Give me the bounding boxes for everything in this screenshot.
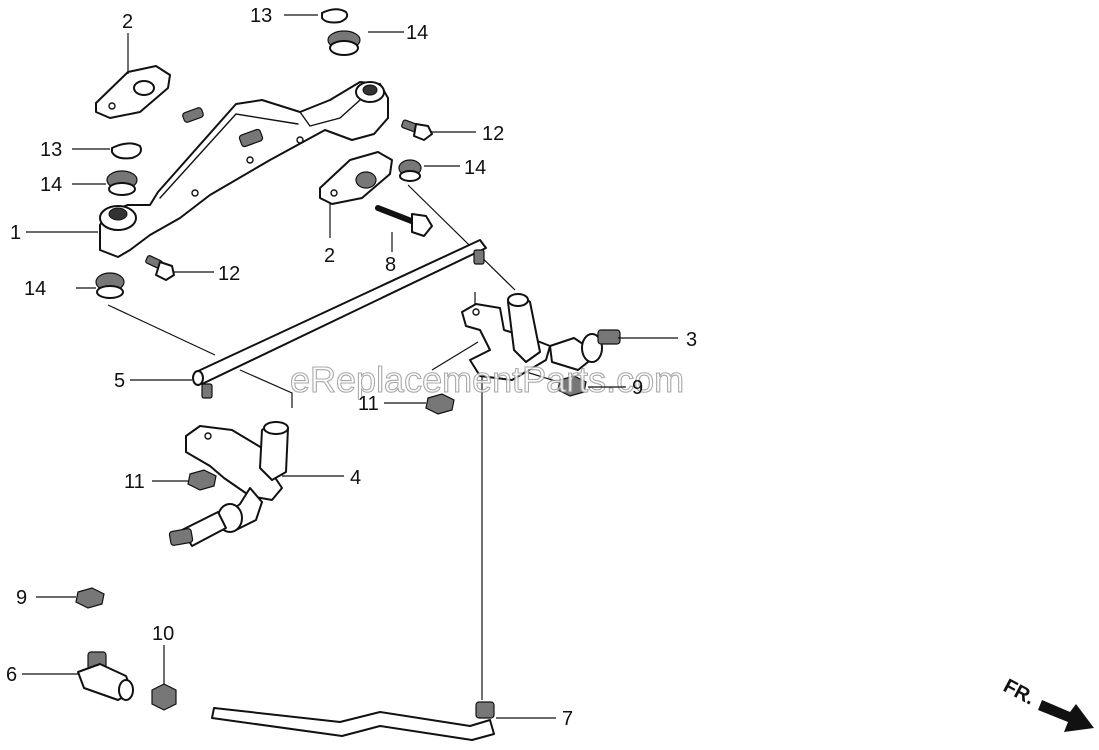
arm-part-4 <box>168 421 289 547</box>
callout-1: 1 <box>10 222 21 244</box>
callout-5: 5 <box>114 370 125 392</box>
clip-part-13-lower <box>111 142 142 160</box>
callout-13-upper: 13 <box>250 5 272 27</box>
watermark-text: eReplacementParts.com <box>290 359 684 400</box>
callout-9-right: 9 <box>632 377 643 399</box>
arm-part-3 <box>461 293 621 381</box>
callout-6: 6 <box>6 664 17 686</box>
assembly-guide-lines <box>107 184 569 700</box>
callout-10: 10 <box>152 623 174 645</box>
callout-14-right: 14 <box>464 157 486 179</box>
lever-bracket-part-1 <box>99 81 389 258</box>
callout-8: 8 <box>385 254 396 276</box>
callout-12-upper: 12 <box>482 123 504 145</box>
callout-14-top: 14 <box>406 22 428 44</box>
front-direction-indicator: FR. <box>1000 675 1094 732</box>
collar-part-10 <box>151 683 177 711</box>
callout-11-left: 11 <box>124 471 145 493</box>
bushing-part-14-d <box>95 272 125 299</box>
bolt-part-12-lower <box>145 255 175 281</box>
callout-2-lower: 2 <box>324 245 335 267</box>
callout-4: 4 <box>350 467 361 489</box>
callout-12-lower: 12 <box>218 263 240 285</box>
plate-part-2-lower <box>319 151 393 205</box>
bolt-part-8 <box>375 205 433 237</box>
callout-13-lower: 13 <box>40 139 62 161</box>
callout-2-upper: 2 <box>122 11 133 33</box>
callout-9-left: 9 <box>16 587 27 609</box>
callout-7: 7 <box>562 708 573 730</box>
bushing-part-14-c <box>398 159 422 182</box>
rod-part-7 <box>211 701 495 741</box>
callout-leaders <box>22 14 678 719</box>
nut-part-9-a <box>557 375 587 397</box>
callout-14-left-upper: 14 <box>40 174 62 196</box>
callout-numbers: 2 13 14 12 13 14 14 2 1 12 8 14 3 5 9 11… <box>6 5 697 730</box>
callout-11-right: 11 <box>358 393 379 415</box>
front-direction-label: FR. <box>1000 675 1039 710</box>
plate-part-2-upper <box>95 65 171 119</box>
bushing-part-14-a <box>327 30 361 56</box>
bushing-part-14-b <box>106 170 138 196</box>
nut-part-11-a <box>425 393 455 415</box>
callout-14-left-lower: 14 <box>24 278 46 300</box>
joint-part-6 <box>77 651 134 701</box>
clip-part-13-upper <box>321 8 349 24</box>
nut-part-9-b <box>75 587 105 609</box>
rod-part-5 <box>192 239 487 399</box>
nut-part-11-b <box>187 469 217 491</box>
callout-3: 3 <box>686 329 697 351</box>
front-direction-arrow-icon <box>1038 700 1094 732</box>
bolt-part-12-upper <box>401 119 433 141</box>
